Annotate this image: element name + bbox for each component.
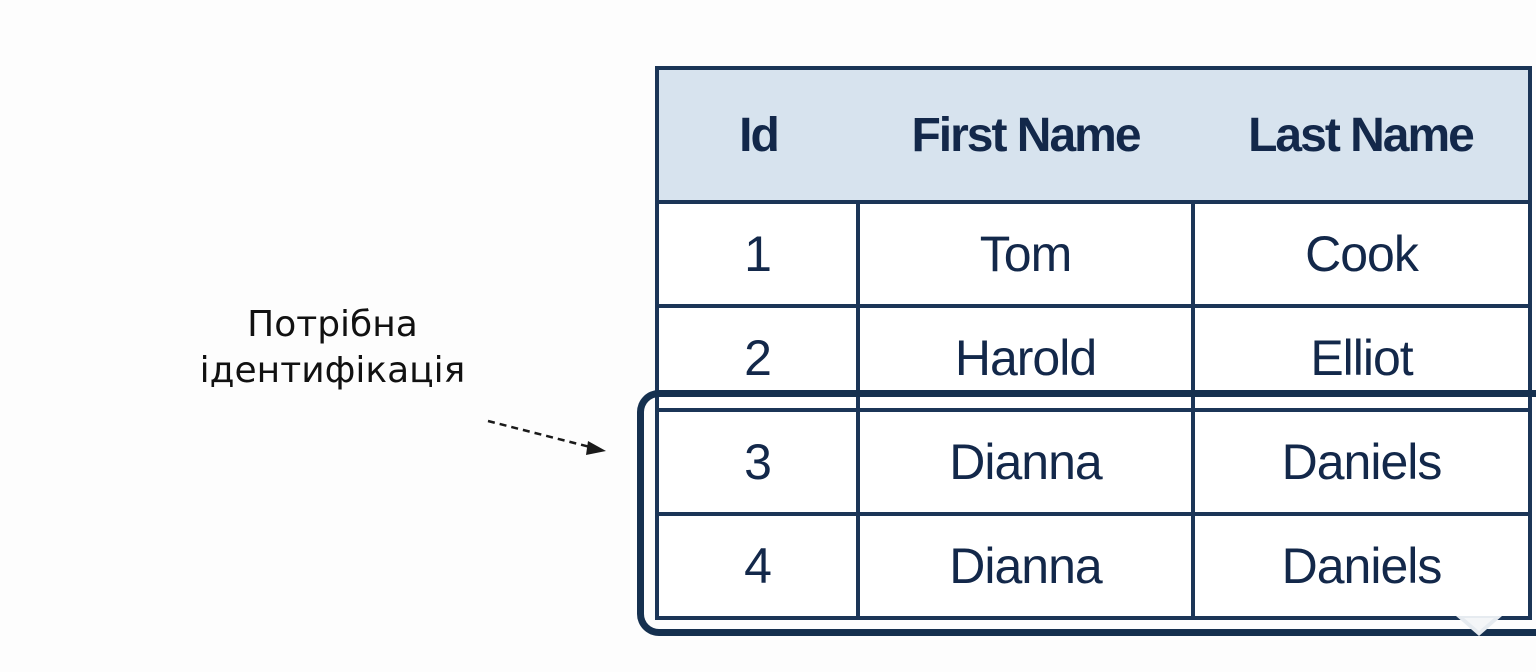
people-table: Id First Name Last Name 1 Tom Cook 2 Har… bbox=[655, 66, 1532, 620]
cell-first-name: Dianna bbox=[856, 408, 1195, 516]
header-id: Id bbox=[657, 68, 858, 204]
header-first-name: First Name bbox=[858, 68, 1193, 204]
cell-id: 3 bbox=[655, 408, 860, 516]
table-row: 2 Harold Elliot bbox=[655, 304, 1532, 412]
table-header-row: Id First Name Last Name bbox=[657, 68, 1530, 204]
cell-last-name: Elliot bbox=[1191, 304, 1532, 412]
cell-id: 2 bbox=[655, 304, 860, 412]
cell-last-name: Cook bbox=[1191, 200, 1532, 308]
cell-id: 1 bbox=[655, 200, 860, 308]
note-line-1: Потрібна bbox=[247, 304, 418, 345]
header-last-name: Last Name bbox=[1193, 68, 1530, 204]
table-row: 1 Tom Cook bbox=[655, 200, 1532, 308]
cell-last-name: Daniels bbox=[1191, 408, 1532, 516]
table-row-duplicate: 3 Dianna Daniels bbox=[655, 408, 1532, 516]
cell-last-name: Daniels bbox=[1191, 512, 1532, 620]
table-row-duplicate: 4 Dianna Daniels bbox=[655, 512, 1532, 620]
cell-first-name: Harold bbox=[856, 304, 1195, 412]
identification-note: Потрібна ідентифікація bbox=[190, 302, 475, 394]
cell-first-name: Tom bbox=[856, 200, 1195, 308]
cell-first-name: Dianna bbox=[856, 512, 1195, 620]
note-line-2: ідентифікація bbox=[199, 350, 466, 391]
cell-id: 4 bbox=[655, 512, 860, 620]
